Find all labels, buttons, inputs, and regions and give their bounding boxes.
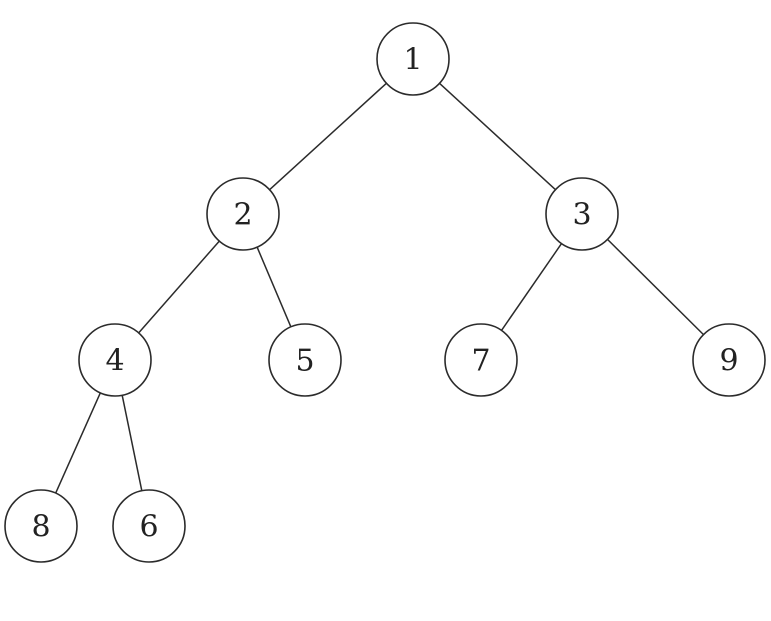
node-label: 4 <box>105 344 124 379</box>
node-circle <box>692 323 766 397</box>
node-label: 3 <box>572 198 591 233</box>
edge-n3-n9 <box>606 238 705 336</box>
node-circle <box>268 323 342 397</box>
node-circle <box>4 489 78 563</box>
edge-n4-n6 <box>121 395 143 491</box>
tree-node-8: 8 <box>4 489 78 563</box>
edge-n1-n3 <box>438 82 557 191</box>
node-label: 8 <box>31 510 50 545</box>
tree-node-7: 7 <box>444 323 518 397</box>
tree-node-9: 9 <box>692 323 766 397</box>
nodes-layer: 1 2 3 4 5 7 9 8 6 <box>4 22 766 563</box>
node-label: 9 <box>719 344 738 379</box>
node-label: 1 <box>403 43 422 78</box>
edges-layer <box>55 82 705 494</box>
node-label: 6 <box>139 510 158 545</box>
edge-n2-n5 <box>256 246 292 328</box>
tree-node-6: 6 <box>112 489 186 563</box>
node-label: 5 <box>295 344 314 379</box>
tree-node-1: 1 <box>376 22 450 96</box>
edge-n3-n7 <box>500 243 563 331</box>
tree-node-2: 2 <box>206 177 280 251</box>
node-circle <box>376 22 450 96</box>
tree-node-3: 3 <box>545 177 619 251</box>
node-circle <box>78 323 152 397</box>
node-circle <box>444 323 518 397</box>
node-circle <box>545 177 619 251</box>
node-circle <box>206 177 280 251</box>
node-label: 2 <box>233 198 252 233</box>
edge-n4-n8 <box>55 392 101 494</box>
tree-node-4: 4 <box>78 323 152 397</box>
tree-node-5: 5 <box>268 323 342 397</box>
edge-n2-n4 <box>138 240 220 334</box>
node-label: 7 <box>471 344 490 379</box>
node-circle <box>112 489 186 563</box>
edge-n1-n2 <box>269 82 387 191</box>
